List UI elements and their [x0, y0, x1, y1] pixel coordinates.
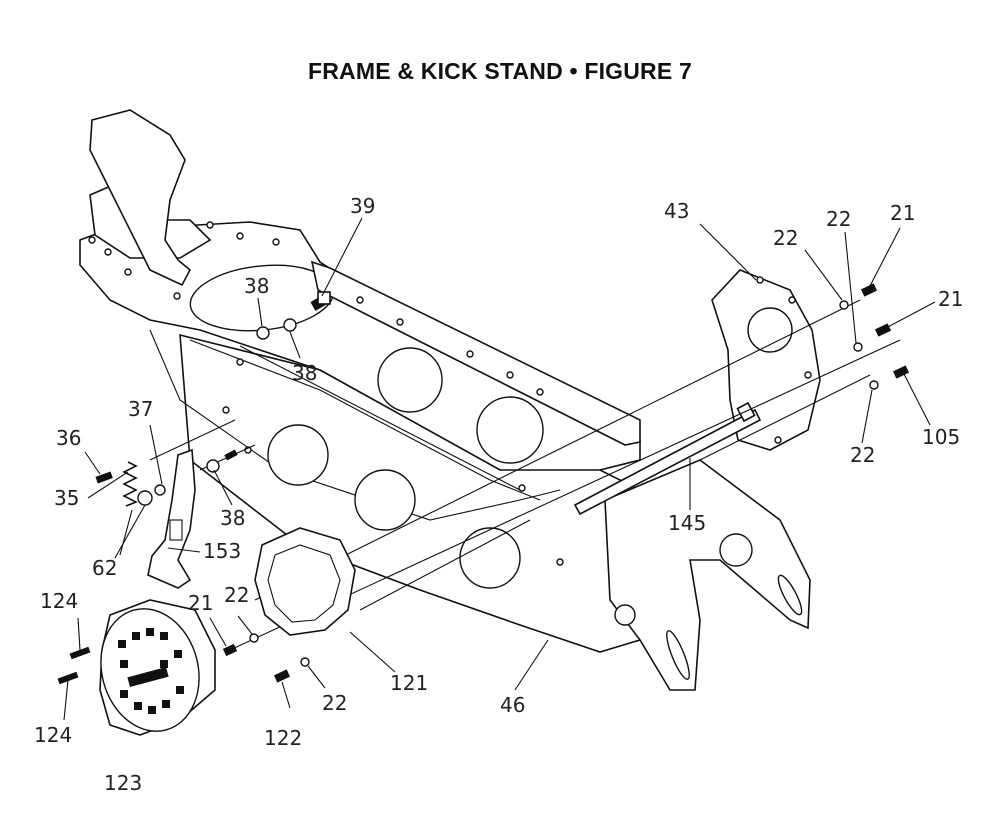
callout-21a: 21 [890, 201, 915, 225]
callout-153: 153 [203, 539, 241, 563]
rear-plate-43 [711, 269, 821, 451]
callout-123: 123 [104, 771, 142, 795]
callout-39: 39 [350, 194, 375, 218]
callout-36: 36 [56, 426, 81, 450]
callout-22e: 22 [322, 691, 347, 715]
motor-123 [99, 599, 216, 736]
callout-46: 46 [500, 693, 525, 717]
callout-22d: 22 [224, 583, 249, 607]
callout-38b: 38 [292, 361, 317, 385]
callout-21b: 21 [938, 287, 963, 311]
callout-145: 145 [668, 511, 706, 535]
frame-assembly [79, 109, 811, 691]
callout-38c: 38 [220, 506, 245, 530]
motor-grid [118, 628, 184, 714]
callout-121: 121 [390, 671, 428, 695]
callout-37: 37 [128, 397, 153, 421]
mount-ring-121 [254, 527, 356, 636]
axle-145 [573, 401, 762, 516]
callout-22b: 22 [826, 207, 851, 231]
callout-43: 43 [664, 199, 689, 223]
callout-122: 122 [264, 726, 302, 750]
callout-62: 62 [92, 556, 117, 580]
fasteners [57, 283, 910, 685]
callouts: 39 38 38 38 37 36 35 62 153 43 22 22 21 … [34, 194, 963, 795]
callout-38a: 38 [244, 274, 269, 298]
leader-lines [63, 217, 936, 721]
callout-124a: 124 [40, 589, 78, 613]
flange-holes [88, 221, 564, 566]
callout-21c: 21 [188, 591, 213, 615]
callout-105: 105 [922, 425, 960, 449]
callout-35: 35 [54, 486, 79, 510]
figure-title: FRAME & KICK STAND • FIGURE 7 [308, 58, 692, 84]
callout-22a: 22 [773, 226, 798, 250]
spring-35 [122, 461, 138, 507]
kickstand-153 [147, 448, 196, 589]
callout-22c: 22 [850, 443, 875, 467]
callout-124b: 124 [34, 723, 72, 747]
